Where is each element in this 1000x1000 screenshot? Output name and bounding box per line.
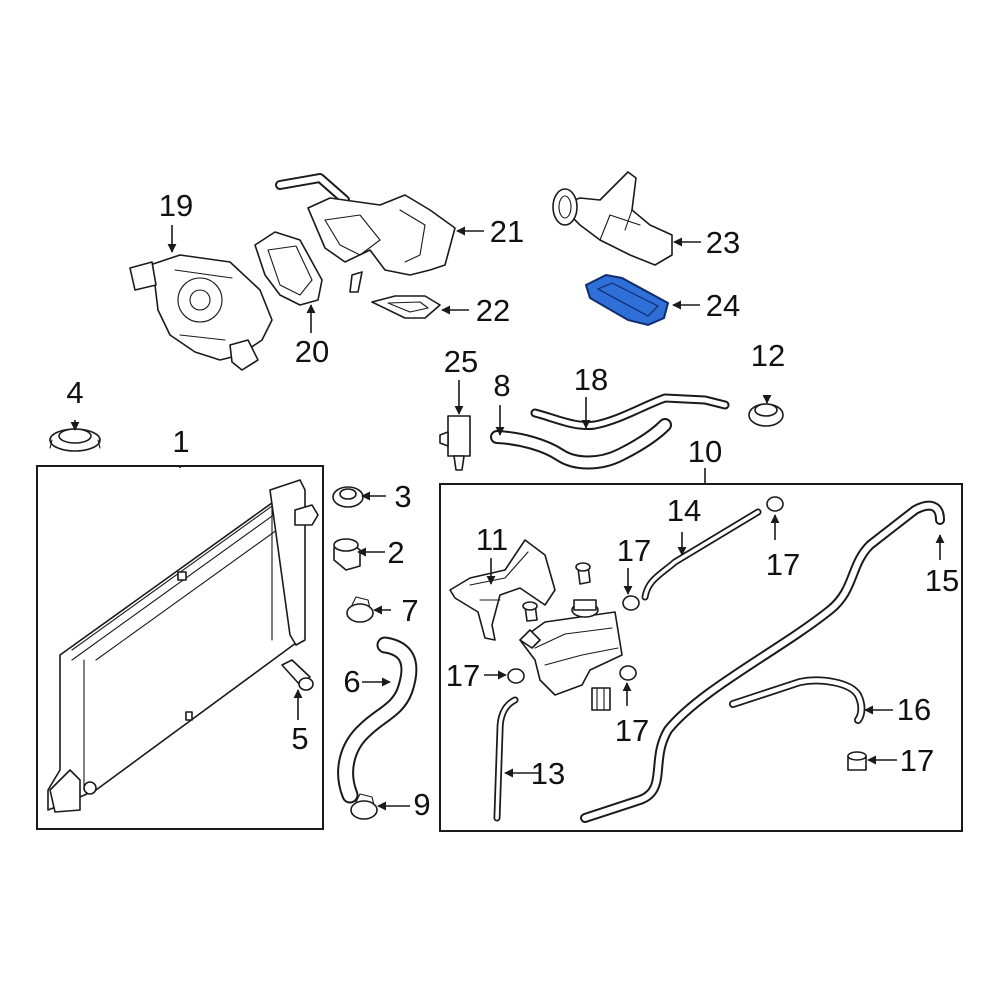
- callout-7[interactable]: 7: [401, 593, 418, 628]
- callout-24[interactable]: 24: [706, 288, 740, 323]
- callout-17-e[interactable]: 17: [900, 743, 934, 778]
- water-pump-part[interactable]: [129, 254, 273, 371]
- callout-13[interactable]: 13: [531, 756, 565, 791]
- callout-10[interactable]: 10: [688, 434, 722, 469]
- thermostat-housing-part[interactable]: [275, 173, 456, 293]
- callout-4[interactable]: 4: [66, 375, 83, 410]
- callout-11[interactable]: 11: [476, 522, 508, 557]
- drain-plug-part[interactable]: [281, 659, 314, 691]
- callout-6[interactable]: 6: [343, 664, 360, 699]
- hose-clamp-lower-part[interactable]: [350, 793, 378, 820]
- callout-16[interactable]: 16: [897, 692, 931, 727]
- callout-17-d[interactable]: 17: [615, 713, 649, 748]
- outlet-gasket-part[interactable]: [584, 273, 670, 327]
- reservoir-bracket-part[interactable]: [449, 539, 556, 641]
- callout-21[interactable]: 21: [490, 214, 524, 249]
- mount-insulator-upper-part[interactable]: [332, 486, 364, 508]
- leader-lines: [70, 225, 945, 811]
- level-sensor-part[interactable]: [591, 687, 611, 711]
- callout-22[interactable]: 22: [476, 293, 510, 328]
- callout-5[interactable]: 5: [291, 721, 308, 756]
- callout-labels: 1 2 3 4 5 6 7 8 9 10 11 12 13 14 15 16 1…: [66, 188, 959, 822]
- callout-25[interactable]: 25: [444, 344, 478, 379]
- reservoir-cap-part[interactable]: [748, 403, 784, 427]
- overflow-hose-part[interactable]: [641, 508, 762, 601]
- callout-3[interactable]: 3: [394, 479, 411, 514]
- callout-17-c[interactable]: 17: [446, 658, 480, 693]
- callout-19[interactable]: 19: [159, 188, 193, 223]
- callout-23[interactable]: 23: [706, 225, 740, 260]
- reservoir-hose-part[interactable]: [493, 696, 519, 822]
- callout-14[interactable]: 14: [667, 493, 701, 528]
- callout-18[interactable]: 18: [574, 362, 608, 397]
- radiator-cap-part[interactable]: [49, 428, 101, 452]
- water-outlet-part[interactable]: [552, 171, 673, 266]
- callout-20[interactable]: 20: [295, 334, 329, 369]
- bracket-bolts-part[interactable]: [522, 562, 591, 622]
- callout-17-b[interactable]: 17: [617, 533, 651, 568]
- heater-hose-b-part[interactable]: [530, 393, 730, 431]
- callout-17-a[interactable]: 17: [766, 547, 800, 582]
- callout-2[interactable]: 2: [387, 535, 404, 570]
- callout-12[interactable]: 12: [751, 338, 785, 373]
- bypass-hose-part[interactable]: [729, 676, 866, 724]
- reservoir-group-frame: [439, 483, 963, 832]
- hose-clip-parts[interactable]: [507, 496, 867, 771]
- coolant-reservoir-part[interactable]: [519, 599, 623, 696]
- callout-15[interactable]: 15: [925, 563, 959, 598]
- housing-gasket-part[interactable]: [371, 295, 441, 319]
- pump-gasket-part[interactable]: [254, 231, 323, 306]
- callout-9[interactable]: 9: [413, 787, 430, 822]
- heater-hose-a-part[interactable]: [490, 418, 672, 470]
- lower-radiator-hose-part[interactable]: [337, 636, 418, 804]
- callout-8[interactable]: 8: [493, 368, 510, 403]
- callout-1[interactable]: 1: [172, 424, 189, 459]
- hose-clamp-upper-part[interactable]: [346, 596, 374, 623]
- long-hose-part[interactable]: [580, 500, 945, 823]
- radiator-part[interactable]: [47, 479, 319, 813]
- thermostat-sensor-part[interactable]: [439, 415, 471, 471]
- mount-insulator-lower-part[interactable]: [333, 538, 361, 571]
